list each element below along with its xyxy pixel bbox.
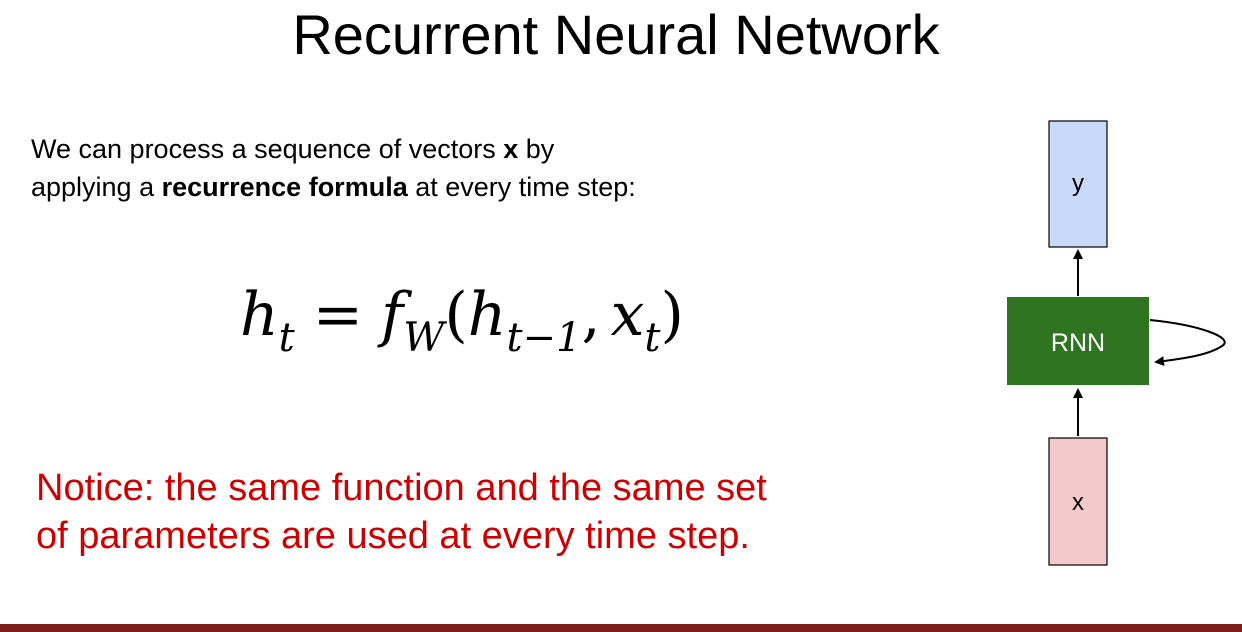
rnn-box [1007,297,1149,385]
output-box [1048,120,1108,248]
input-label: x [1072,489,1084,516]
recurrence-formula: ht=fW(ht−1,xt) [240,270,684,360]
formula-lhs-sub: t [278,315,295,361]
formula-func: f [381,280,404,350]
notice-text: Notice: the same function and the same s… [36,464,936,560]
rnn-diagram: y RNN x [1007,120,1226,566]
notice-line-1: Notice: the same function and the same s… [36,467,767,509]
intro-bold-x: x [503,134,519,164]
intro-line-2: applying a recurrence formula at every t… [31,168,791,206]
recurrent-loop-arrow [1149,319,1226,367]
intro-line-1: We can process a sequence of vectors x b… [31,130,791,168]
formula-open-paren: ( [444,280,468,350]
formula-lhs-var: h [240,280,279,350]
formula-arg2-sub: t [644,315,661,361]
formula-func-sub: W [403,315,445,361]
slide-title: Recurrent Neural Network [292,3,940,66]
formula-arg1-sub: t−1 [506,315,582,361]
input-box [1048,437,1108,566]
bottom-accent-bar [0,624,1242,632]
formula-arg2-var: x [610,280,645,350]
intro-bold-recurrence-formula: recurrence formula [161,172,408,202]
intro-line-1-pre: We can process a sequence of vectors [31,134,504,164]
notice-line-2: of parameters are used at every time ste… [36,515,750,557]
intro-text: We can process a sequence of vectors x b… [31,130,791,206]
formula-equals: = [312,280,364,350]
intro-line-2-post: at every time step: [407,172,636,202]
formula-arg1-var: h [467,280,507,350]
intro-line-1-post: by [518,134,555,164]
rnn-label: RNN [1051,329,1105,357]
formula-close-paren: ) [660,280,684,350]
output-label: y [1072,170,1084,197]
intro-line-2-pre: applying a [31,172,162,202]
formula-comma: , [581,280,601,350]
